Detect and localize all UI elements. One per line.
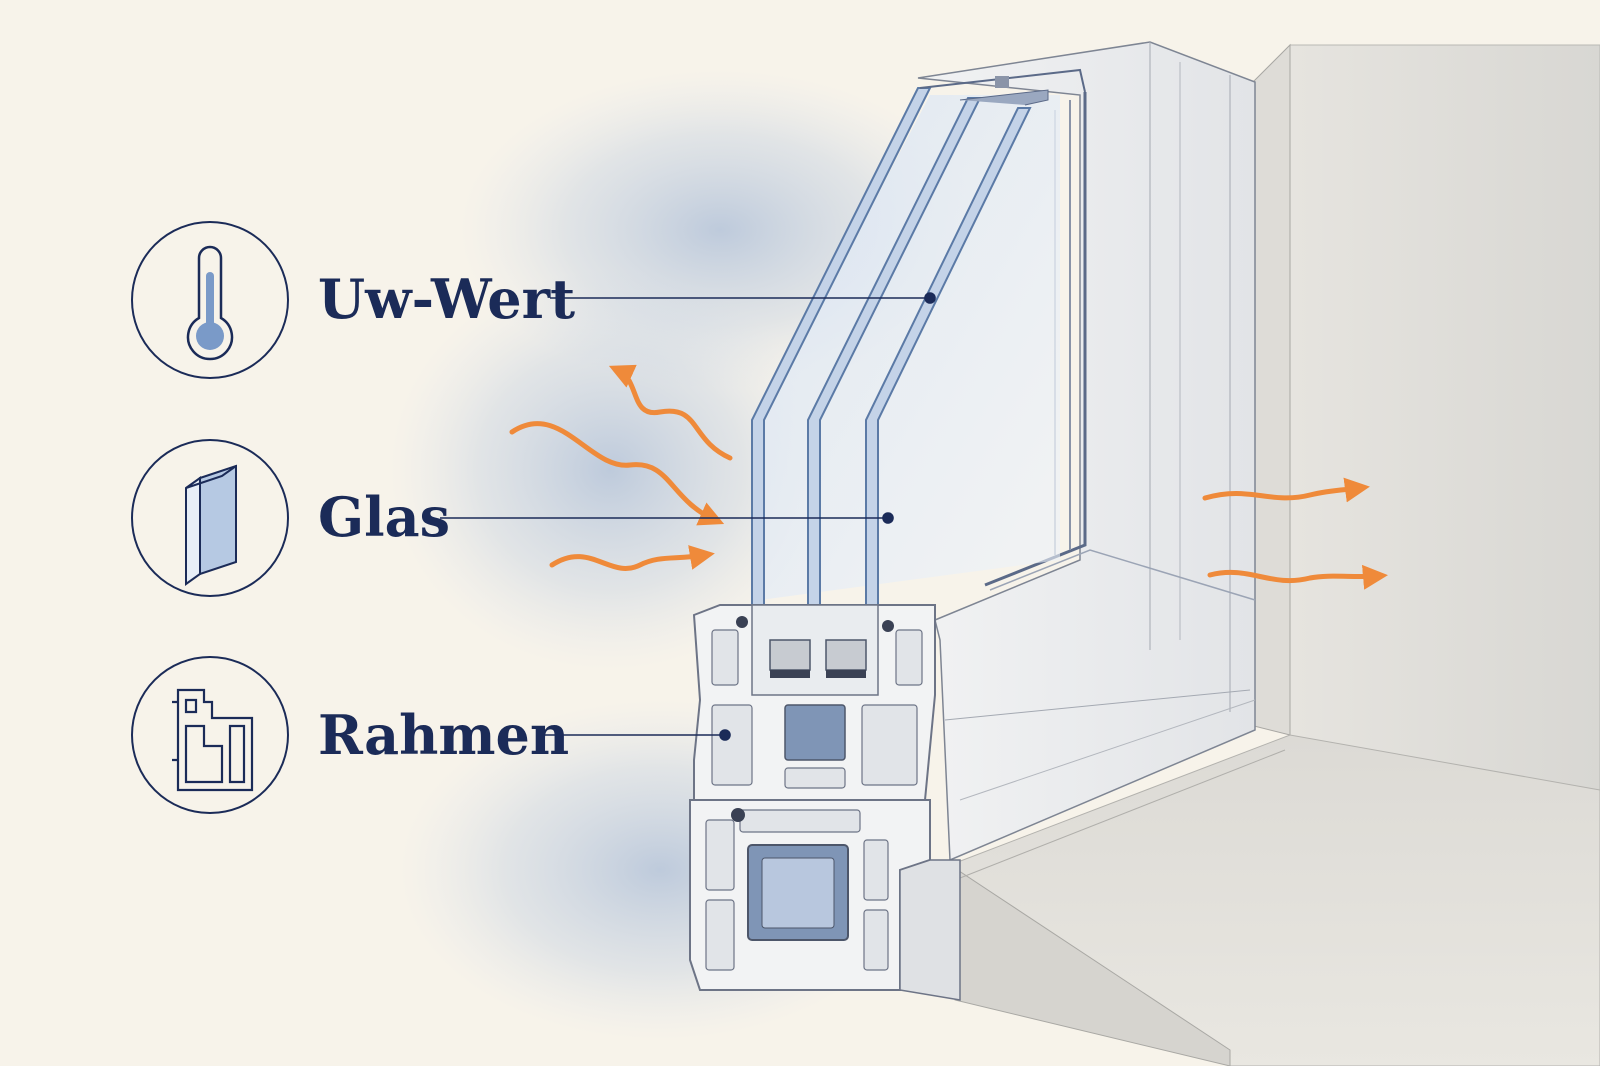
frame-profile-section <box>689 604 961 1001</box>
heat-arrow-in-1 <box>509 421 725 526</box>
leader-lines <box>440 292 936 741</box>
leader-dot-uw <box>924 292 936 304</box>
chamber <box>784 767 846 789</box>
chamber <box>705 899 735 971</box>
frame-profile-icon <box>172 688 254 792</box>
icon-circle-uw <box>131 221 289 379</box>
heat-arrows <box>509 364 1388 590</box>
wall-reveal <box>1249 43 1291 736</box>
frame-bottom-line-2 <box>959 699 1256 801</box>
icon-circle-rahmen <box>131 656 289 814</box>
chamber <box>863 839 889 901</box>
leader-dot-rahmen <box>719 729 731 741</box>
glass-clip <box>995 76 1009 88</box>
gasket <box>731 808 745 822</box>
chamber <box>711 629 739 686</box>
glass-pane-icon <box>185 464 237 586</box>
heat-arrow-in-2 <box>549 545 715 571</box>
gasket <box>882 620 894 632</box>
sash-edge <box>984 92 1087 587</box>
heat-arrow-out-2 <box>1207 564 1388 590</box>
icon-circle-glas <box>131 439 289 597</box>
label-rahmen: Rahmen <box>318 703 569 767</box>
leader-dot-glas <box>882 512 894 524</box>
thermometer-icon <box>186 245 234 361</box>
gasket <box>736 616 748 628</box>
label-glas: Glas <box>318 485 450 549</box>
glass-top-edge <box>919 68 1086 93</box>
chamber <box>861 704 918 786</box>
sill-line <box>954 749 1286 881</box>
blue-wash-left <box>390 270 830 670</box>
sealant <box>770 670 866 678</box>
label-uw-wert: Uw-Wert <box>318 267 575 331</box>
icon-circles <box>131 221 289 814</box>
lower-frame-depth <box>899 859 961 1001</box>
frame-bottom-line <box>944 689 1251 721</box>
chamber <box>895 629 923 686</box>
chamber <box>705 819 735 891</box>
heat-arrow-out-1 <box>1202 477 1370 503</box>
heat-arrow-reflect <box>608 364 733 461</box>
steel-reinforcement-upper <box>784 704 846 761</box>
chamber <box>863 909 889 971</box>
reinforcement-inner <box>761 857 835 929</box>
chamber <box>739 809 861 833</box>
spacer-left <box>769 639 811 671</box>
sash-sill <box>989 549 1256 601</box>
spacer-right <box>825 639 867 671</box>
spacer-top <box>959 89 1049 106</box>
chamber <box>711 704 753 786</box>
